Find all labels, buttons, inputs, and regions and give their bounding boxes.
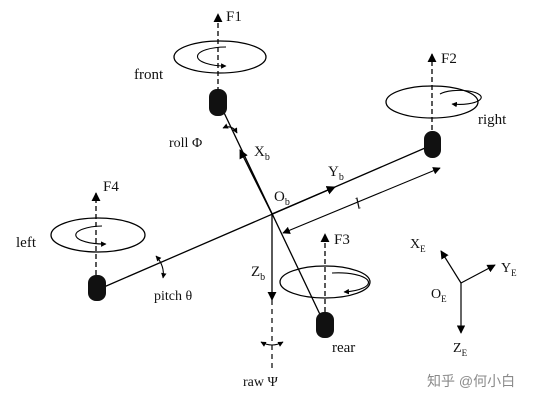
ye-axis-arrow (460, 264, 496, 284)
spin-arrow-right (439, 89, 482, 108)
ze-label: ZE (453, 341, 468, 358)
force-label-f3: F3 (334, 232, 350, 248)
rotor-left (50, 192, 146, 301)
rotor-disc-front (173, 40, 267, 74)
force-label-f2: F2 (441, 51, 457, 67)
ye-label: YE (501, 261, 517, 278)
oe-label: OE (431, 287, 447, 304)
rotor-disc-left (50, 217, 146, 253)
rotor-front (173, 13, 267, 116)
xe-axis-arrow (440, 250, 462, 284)
roll-arc-icon (222, 123, 238, 134)
spin-arrow-left (75, 225, 107, 247)
motor-rear (316, 312, 334, 338)
ob-label: Ob (274, 189, 290, 208)
spin-arrow-front (197, 46, 227, 69)
rotor-label-front: front (134, 67, 164, 83)
spin-arrow-rear (331, 272, 369, 295)
yb-label: Yb (328, 164, 344, 183)
yaw-arc-icon (260, 341, 284, 347)
arm-length-label: l (353, 195, 364, 213)
rotor-label-rear: rear (332, 340, 355, 356)
roll-label: roll Φ (169, 136, 202, 151)
rotor-disc-right (385, 85, 479, 119)
yaw-label: raw Ψ (243, 375, 278, 390)
force-label-f4: F4 (103, 179, 119, 195)
zb-label: Zb (251, 264, 265, 283)
watermark: 知乎 @何小白 (427, 373, 515, 389)
motor-left (88, 275, 106, 301)
rotor-rear (279, 233, 371, 338)
arm-length-arrow (282, 167, 441, 234)
force-label-f1: F1 (226, 9, 242, 25)
rotor-right (385, 53, 482, 158)
rotor-label-right: right (478, 112, 507, 128)
xb-label: Xb (254, 144, 270, 163)
pitch-arc-icon (155, 255, 167, 279)
motor-front (209, 89, 227, 116)
rotor-label-left: left (16, 235, 37, 251)
motor-right (424, 131, 441, 158)
xb-axis-arrow (239, 149, 273, 215)
rotor-disc-rear (279, 265, 371, 299)
earth-frame (440, 250, 496, 334)
pitch-label: pitch θ (154, 289, 192, 304)
arm-left-right (96, 144, 433, 291)
xe-label: XE (410, 237, 426, 254)
